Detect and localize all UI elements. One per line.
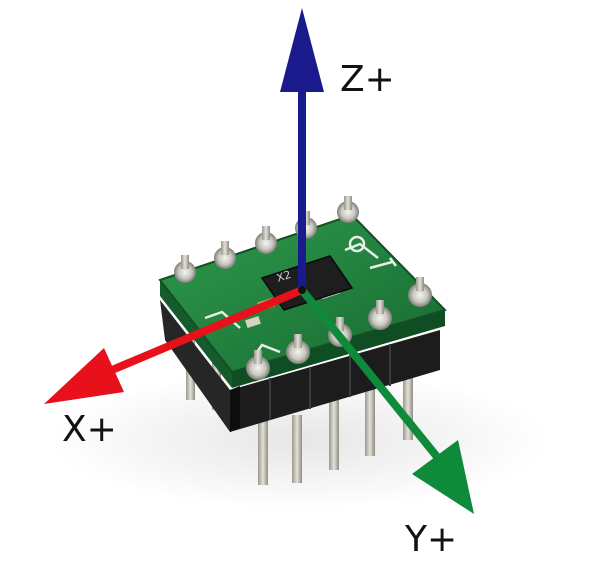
origin-point — [298, 286, 306, 294]
pin-header-front — [230, 330, 440, 432]
pin-header-left — [160, 300, 230, 432]
y-axis-arrow — [298, 287, 474, 514]
front-pin-tips — [254, 277, 424, 364]
z-axis-arrow — [280, 8, 324, 290]
smd-component — [245, 316, 261, 328]
x-axis-label: X+ — [62, 409, 117, 450]
x-axis-arrow — [44, 286, 304, 404]
chip-marking: X2 — [275, 268, 293, 285]
y-axis-label: Y+ — [405, 519, 458, 560]
pads-back-row — [174, 201, 359, 283]
pcb-edge-front — [232, 310, 445, 388]
z-axis-label: Z+ — [340, 59, 395, 100]
